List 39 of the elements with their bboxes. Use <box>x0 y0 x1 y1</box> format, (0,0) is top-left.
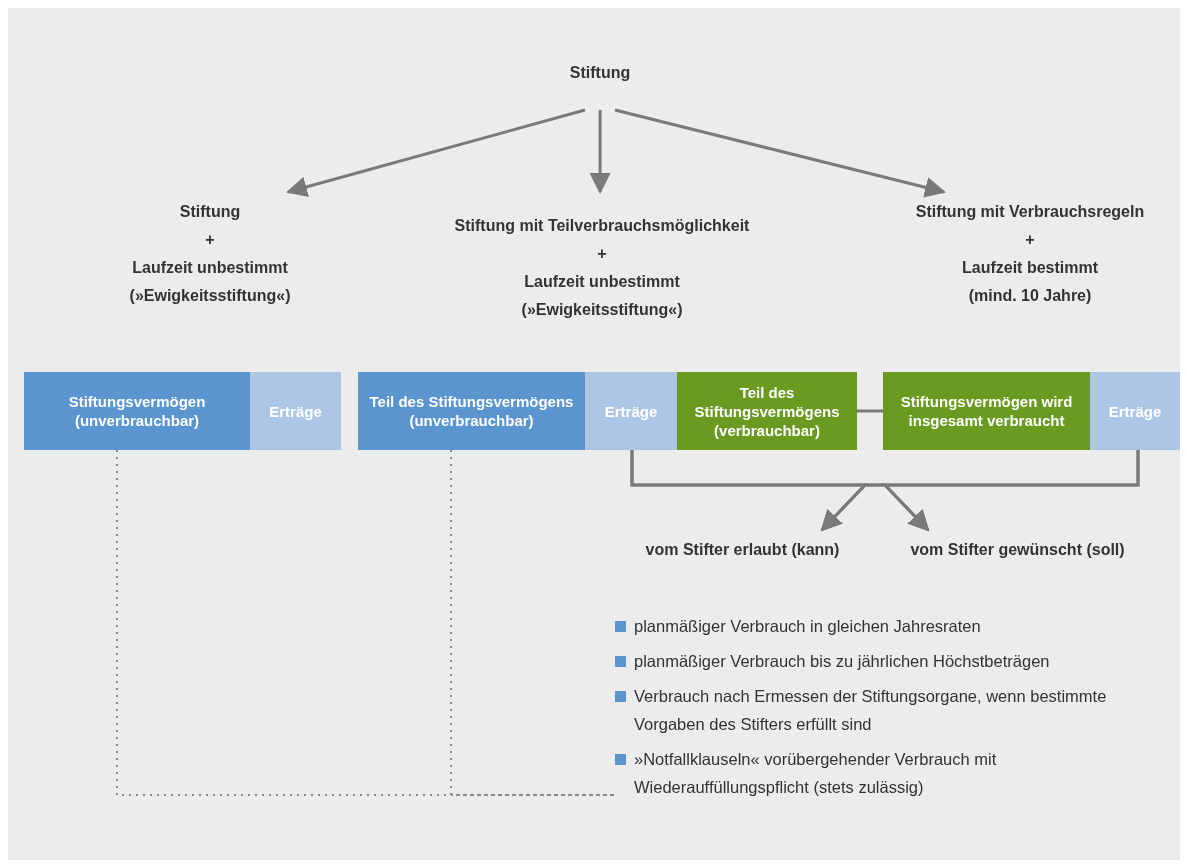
bar-segment <box>250 372 341 450</box>
arrow <box>614 108 947 198</box>
node-label: Laufzeit unbestimmt <box>132 258 288 278</box>
arrow <box>881 450 1140 532</box>
node-label: Stiftung mit Verbrauchsregeln <box>915 202 1145 222</box>
arrow <box>589 110 611 195</box>
node-label: vom Stifter gewünscht (soll) <box>910 540 1125 560</box>
bar-segment <box>585 372 677 450</box>
bar-segment <box>358 372 585 450</box>
node-label: Stiftung <box>569 63 631 83</box>
segment-label: Erträge <box>1108 401 1162 421</box>
bullet-text: Verbrauch nach Ermessen der Stiftungsorgane, wenn bestimmte Vorgaben des Stifters erfüllt sind <box>634 686 1108 735</box>
node-label: vom Stifter erlaubt (kann) <box>645 540 840 560</box>
node-label: + <box>597 244 607 264</box>
segment-label: Erträge <box>604 401 658 421</box>
connector-line <box>857 409 883 413</box>
node-label: Laufzeit bestimmt <box>962 258 1098 278</box>
node-label: + <box>1025 230 1035 250</box>
bullet-text: planmäßiger Verbrauch in gleichen Jahresraten <box>634 616 981 637</box>
node-label: Laufzeit unbestimmt <box>524 272 680 292</box>
bar-segment <box>677 372 857 450</box>
bar-segment <box>883 372 1090 450</box>
segment-label: Erträge <box>269 401 322 421</box>
bar-segment <box>24 372 250 450</box>
segment-label: Stiftungsvermögen (unverbrauchbar) <box>67 392 207 430</box>
segment-label: Teil des Stiftungsvermögens (unverbrauchbar) <box>368 392 575 430</box>
segment-label: Stiftungsvermögen wird insgesamt verbraucht <box>899 392 1074 430</box>
node-label: Stiftung <box>179 202 241 222</box>
node-label: + <box>205 230 215 250</box>
bullet-text: »Notfallklauseln« vorübergehender Verbrauch mit Wiederauffüllungspflicht (stets zulässig) <box>634 749 998 798</box>
bullet-text: planmäßiger Verbrauch bis zu jährlichen Höchstbeträgen <box>634 651 1050 672</box>
node-label: (»Ewigkeitsstiftung«) <box>129 286 291 306</box>
dotted-line <box>116 449 616 796</box>
node-label: Stiftung mit Teilverbrauchsmöglichkeit <box>454 216 750 236</box>
bar-segment <box>1090 372 1180 450</box>
arrow <box>286 108 586 198</box>
segment-label: Teil des Stiftungsvermögens (verbrauchbar) <box>693 382 841 440</box>
node-label: (»Ewigkeitsstiftung«) <box>521 300 683 320</box>
node-label: (mind. 10 Jahre) <box>968 286 1092 306</box>
